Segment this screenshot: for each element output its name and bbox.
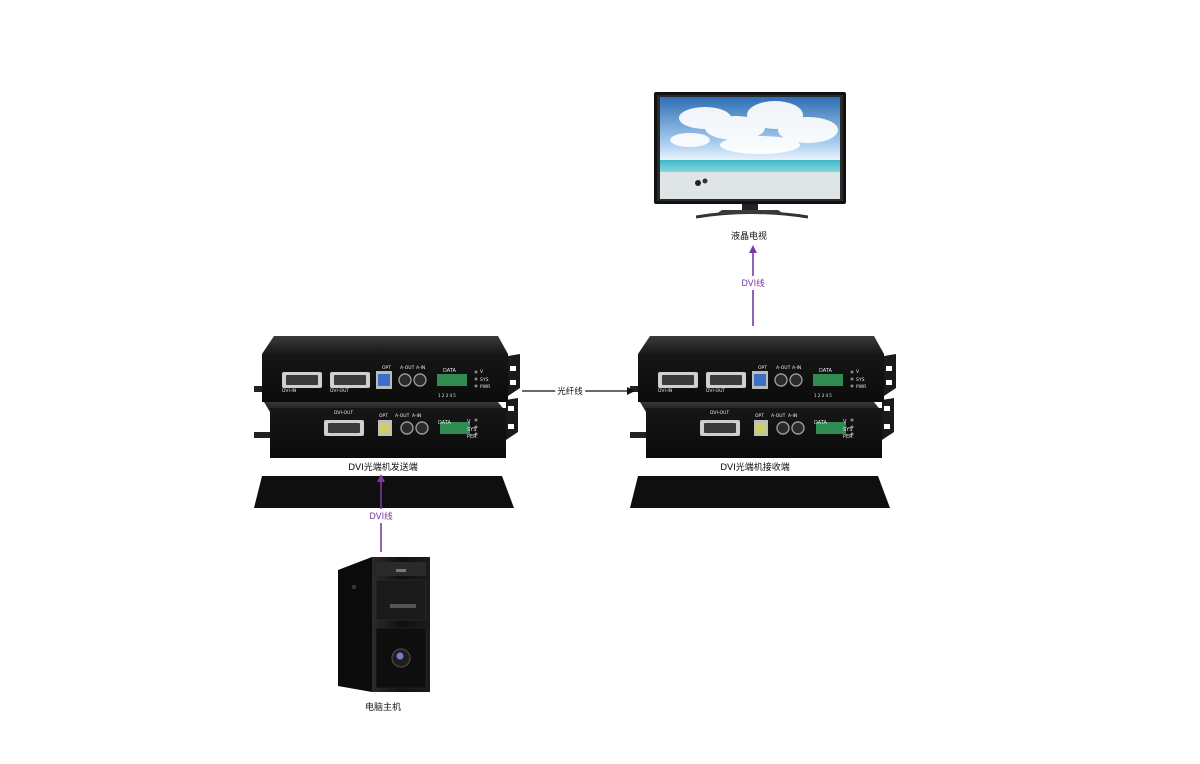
panel-lower-led-per: PER bbox=[843, 434, 853, 440]
panel-opt-label: OPT bbox=[758, 365, 767, 371]
panel-lower-led-per: PER bbox=[467, 434, 477, 440]
panel-lower-led-v: V bbox=[467, 419, 471, 425]
panel-led-sys: SYS bbox=[856, 377, 865, 383]
panel-data-label: DATA bbox=[819, 368, 832, 374]
panel-lower-dvi-out-label: DVI-OUT bbox=[710, 410, 729, 416]
panel-lower-a-in-label: A-IN bbox=[412, 413, 421, 419]
panel-lower-opt-label: OPT bbox=[755, 413, 764, 419]
panel-dvi-out-label: DVI-OUT bbox=[330, 388, 349, 394]
panel-data-pins: 1 2 3 4 5 bbox=[438, 393, 456, 398]
panel-lower-led-sys: SYS bbox=[843, 427, 852, 433]
panel-a-out-label: A-OUT bbox=[400, 365, 415, 371]
edge-label-sender-to-receiver: 光纤线 bbox=[555, 384, 585, 398]
panel-led-v: V bbox=[856, 369, 860, 375]
panel-lower-data-label: DATA bbox=[438, 420, 451, 426]
panel-lower-dvi-out-label: DVI-OUT bbox=[334, 410, 353, 416]
panel-lower-a-in-label: A-IN bbox=[788, 413, 797, 419]
panel-led-pwr: PWR bbox=[480, 384, 490, 390]
panel-led-pwr: PWR bbox=[856, 384, 866, 390]
lcd-tv bbox=[654, 92, 846, 219]
panel-a-in-label: A-IN bbox=[792, 365, 801, 371]
panel-dvi-in-label: DVI-IN bbox=[282, 388, 296, 394]
sender-label: DVI光端机发送端 bbox=[348, 463, 418, 473]
panel-lower-a-out-label: A-OUT bbox=[395, 413, 410, 419]
panel-dvi-out-label: DVI-OUT bbox=[706, 388, 725, 394]
panel-data-pins: 1 2 3 4 5 bbox=[814, 393, 832, 398]
dvi-receiver: DVI-IN DVI-OUT OPT A-OUT A-IN DATA 1 2 3… bbox=[629, 335, 897, 509]
panel-a-out-label: A-OUT bbox=[776, 365, 791, 371]
panel-led-v: V bbox=[480, 369, 484, 375]
dvi-sender: DVI-IN DVI-OUT OPT A-OUT A-IN DATA 1 2 3… bbox=[253, 335, 521, 509]
panel-lower-a-out-label: A-OUT bbox=[771, 413, 786, 419]
panel-opt-label: OPT bbox=[382, 365, 391, 371]
receiver-label: DVI光端机接收端 bbox=[720, 463, 790, 473]
panel-lower-led-v: V bbox=[843, 419, 847, 425]
edge-label-receiver-to-tv: DVI线 bbox=[739, 276, 767, 290]
pc-label: 电脑主机 bbox=[364, 703, 402, 713]
panel-data-label: DATA bbox=[443, 368, 456, 374]
panel-lower-led-sys: SYS bbox=[467, 427, 476, 433]
pc-tower bbox=[338, 557, 430, 692]
tv-label: 液晶电视 bbox=[730, 232, 768, 242]
panel-a-in-label: A-IN bbox=[416, 365, 425, 371]
panel-lower-data-label: DATA bbox=[814, 420, 827, 426]
panel-led-sys: SYS bbox=[480, 377, 489, 383]
panel-lower-opt-label: OPT bbox=[379, 413, 388, 419]
edge-label-pc-to-sender: DVI线 bbox=[367, 509, 395, 523]
panel-dvi-in-label: DVI-IN bbox=[658, 388, 672, 394]
